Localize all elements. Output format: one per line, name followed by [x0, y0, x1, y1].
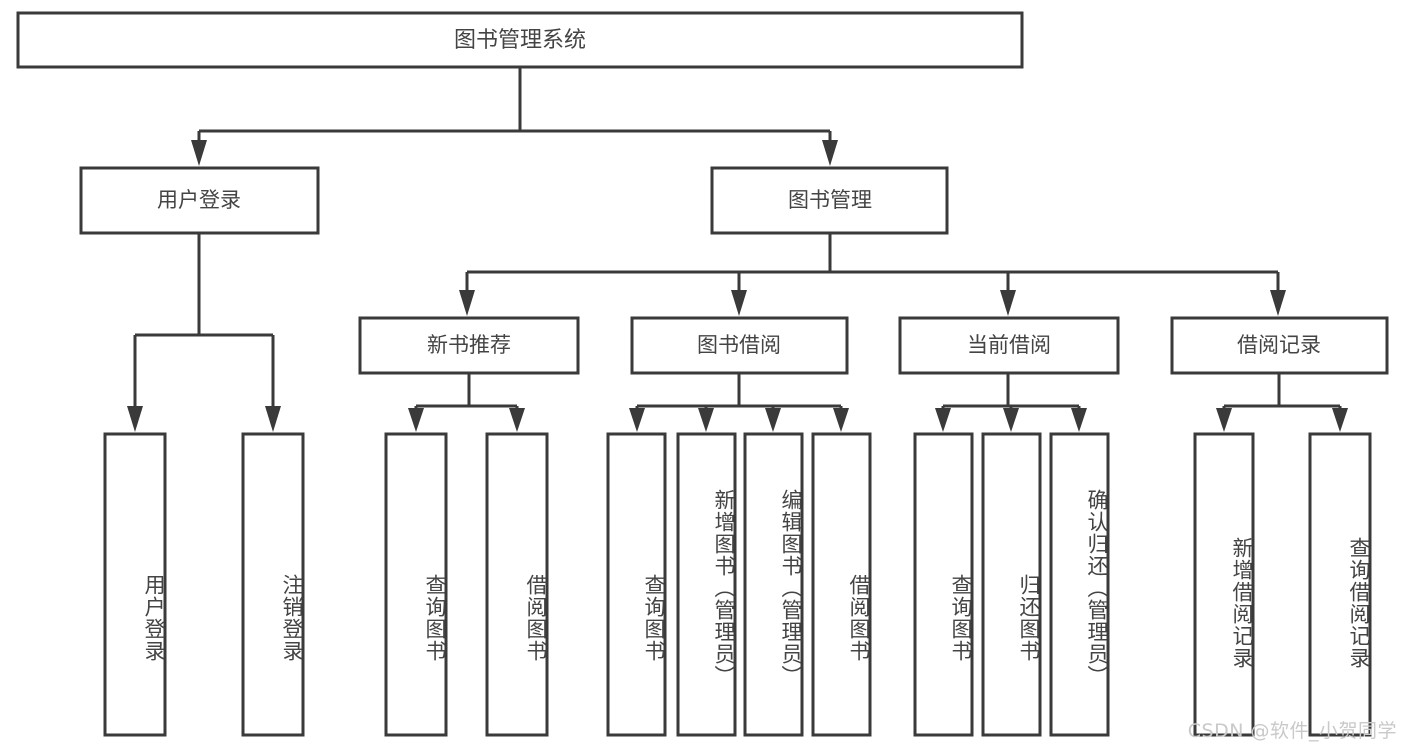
arrow-head-book-borrow [731, 290, 747, 316]
arrow-head-leaf-add-book-admin [698, 408, 714, 432]
node-book-manage-box[interactable] [710, 166, 949, 235]
csdn-watermark: CSDN @软件_小贺同学 [1187, 720, 1397, 742]
connector-new-book-recommend-to-leaves [408, 373, 525, 432]
arrow-head-user-login [191, 140, 207, 166]
node-current-borrow-box[interactable] [898, 316, 1120, 375]
node-leaf-return-book-box[interactable] [981, 432, 1042, 737]
node-user-login[interactable]: 用户登录 [79, 166, 320, 235]
node-book-manage[interactable]: 图书管理 [710, 166, 949, 235]
connector-root-to-level2 [191, 67, 838, 166]
arrow-head-book-manage [822, 140, 838, 166]
node-new-book-recommend-box[interactable] [358, 316, 580, 375]
node-borrow-record-label: 借阅记录 [1237, 333, 1321, 357]
node-leaf-edit-book-admin-box[interactable] [743, 432, 804, 737]
node-leaf-query-book-3-box[interactable] [913, 432, 974, 737]
node-user-login-box[interactable] [79, 166, 320, 235]
arrow-head-leaf-user-logout [265, 406, 281, 432]
node-root-label: 图书管理系统 [454, 28, 586, 53]
arrow-head-leaf-confirm-return-admin [1071, 408, 1087, 432]
node-book-manage-label: 图书管理 [788, 188, 872, 212]
node-leaf-borrow-book-2-box[interactable] [811, 432, 872, 737]
arrow-head-leaf-query-book-1 [408, 408, 424, 432]
node-leaf-query-book-1-box[interactable] [384, 432, 448, 737]
leaf-boxes [103, 432, 1372, 737]
node-current-borrow[interactable]: 当前借阅 [898, 316, 1120, 375]
arrow-head-leaf-edit-book-admin [765, 408, 781, 432]
arrow-head-leaf-query-book-3 [935, 408, 951, 432]
arrow-head-leaf-user-login [127, 406, 143, 432]
arrow-head-leaf-query-borrow-record [1332, 408, 1348, 432]
arrow-head-leaf-add-borrow-record [1216, 408, 1232, 432]
node-leaf-user-logout-box[interactable] [241, 432, 305, 737]
arrow-head-new-book-recommend [459, 290, 475, 316]
connector-current-borrow-to-leaves [935, 373, 1087, 432]
connector-user-login-to-leaves [127, 233, 281, 432]
node-user-login-label: 用户登录 [157, 188, 241, 212]
node-book-borrow-label: 图书借阅 [697, 333, 781, 357]
node-leaf-query-borrow-record-box[interactable] [1308, 432, 1372, 737]
node-book-borrow-box[interactable] [630, 316, 849, 375]
arrow-head-leaf-borrow-book-2 [833, 408, 849, 432]
arrow-head-borrow-record [1270, 290, 1286, 316]
node-leaf-add-book-admin-box[interactable] [676, 432, 737, 737]
node-book-borrow[interactable]: 图书借阅 [630, 316, 849, 375]
arrow-head-leaf-return-book [1003, 408, 1019, 432]
node-new-book-recommend-label: 新书推荐 [427, 333, 511, 357]
node-current-borrow-label: 当前借阅 [967, 333, 1051, 357]
node-leaf-borrow-book-1-box[interactable] [485, 432, 549, 737]
node-leaf-confirm-return-admin-box[interactable] [1049, 432, 1110, 737]
arrow-head-leaf-query-book-2 [629, 408, 645, 432]
node-leaf-query-book-2-box[interactable] [606, 432, 667, 737]
node-leaf-user-login-box[interactable] [103, 432, 167, 737]
node-borrow-record[interactable]: 借阅记录 [1170, 316, 1389, 375]
connector-book-manage-to-level3 [459, 233, 1286, 316]
node-borrow-record-box[interactable] [1170, 316, 1389, 375]
arrow-head-leaf-borrow-book-1 [509, 408, 525, 432]
arrow-head-current-borrow [1000, 290, 1016, 316]
node-root-box[interactable] [16, 11, 1024, 69]
node-root[interactable]: 图书管理系统 [16, 11, 1024, 69]
node-new-book-recommend[interactable]: 新书推荐 [358, 316, 580, 375]
node-leaf-add-borrow-record-box[interactable] [1193, 432, 1255, 737]
connector-book-borrow-to-leaves [629, 373, 849, 432]
connector-borrow-record-to-leaves [1216, 373, 1348, 432]
